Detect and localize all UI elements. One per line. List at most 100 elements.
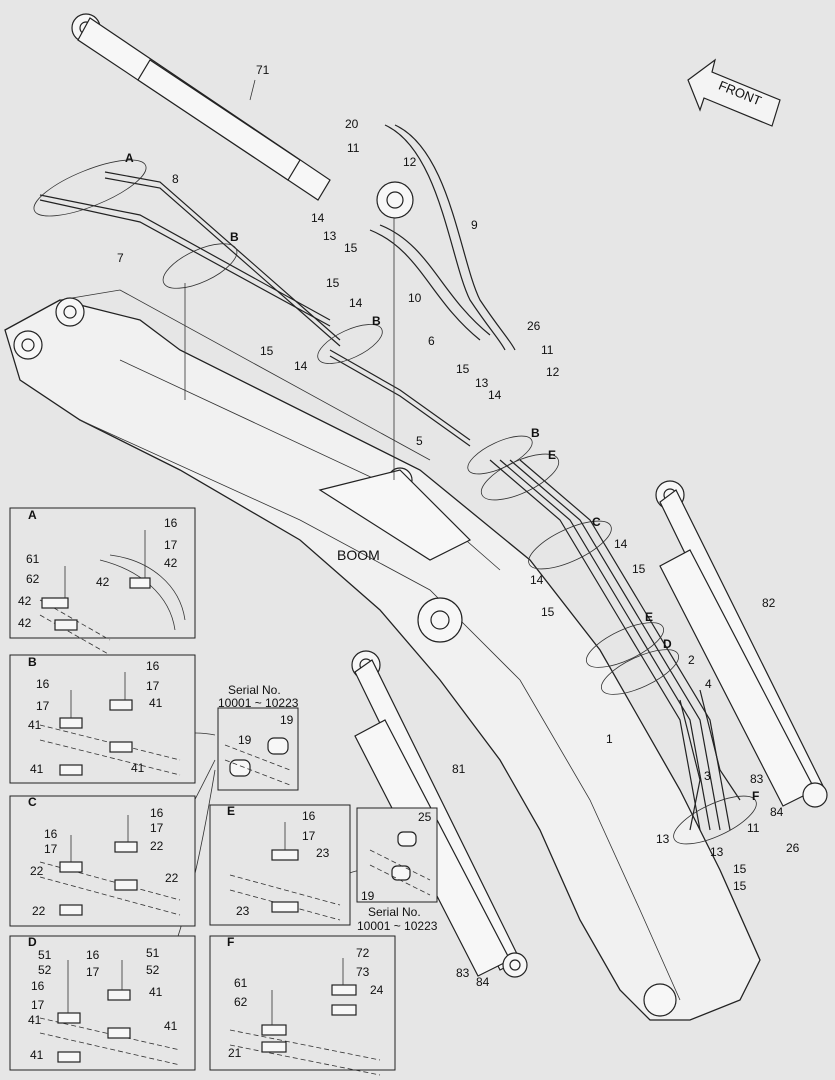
detail-c-label-2: 22 (150, 839, 164, 853)
callout-c15b: 15 (326, 276, 340, 290)
callout-cB3: B (531, 426, 540, 440)
detail-title-a: A (28, 508, 37, 522)
detail-ovals (33, 159, 757, 845)
callout-c10: 10 (408, 291, 422, 305)
detail-e-label-1: 17 (302, 829, 316, 843)
detail-c-label-7: 22 (32, 904, 46, 918)
detail-a-label-1: 17 (164, 538, 178, 552)
callout-c3: 3 (704, 769, 711, 783)
callout-c83a: 83 (750, 772, 764, 786)
detail-title-b: B (28, 655, 37, 669)
boom-cylinder-82 (655, 480, 828, 808)
detail-b-label-2: 41 (149, 696, 163, 710)
callout-c15c: 15 (260, 344, 274, 358)
callout-c14c: 14 (294, 359, 308, 373)
detail-b-label-1: 17 (146, 679, 160, 693)
callout-cB2: B (372, 314, 381, 328)
detail-e-label-0: 16 (302, 809, 316, 823)
callout-cA1: A (125, 151, 134, 165)
callout-c12a: 12 (403, 155, 417, 169)
detail-b-label-4: 17 (36, 699, 50, 713)
serial-top-label-1: 19 (238, 733, 252, 747)
detail-d-label-1: 52 (38, 963, 52, 977)
callout-c11b: 11 (541, 343, 554, 357)
detail-d-label-6: 16 (31, 979, 45, 993)
detail-f-label-5: 21 (228, 1046, 242, 1060)
callout-c81: 81 (452, 762, 466, 776)
callout-c83b: 83 (456, 966, 470, 980)
callout-cE1: E (548, 448, 556, 462)
detail-c-label-5: 22 (30, 864, 44, 878)
detail-c-label-3: 16 (44, 827, 58, 841)
detail-clamp-sketches (39, 530, 431, 1076)
detail-a-label-2: 42 (164, 556, 178, 570)
serial-top-title: Serial No. (228, 683, 281, 697)
detail-a-label-6: 42 (18, 594, 32, 608)
detail-title-f: F (227, 935, 234, 949)
callout-c84a: 84 (770, 805, 784, 819)
detail-f-label-1: 73 (356, 965, 370, 979)
detail-f-label-0: 72 (356, 946, 370, 960)
detail-f-label-3: 24 (370, 983, 384, 997)
arm-cylinder (71, 13, 414, 219)
callout-c26b: 26 (786, 841, 800, 855)
serial-bottom-label-0: 25 (418, 810, 432, 824)
detail-e-label-2: 23 (316, 846, 330, 860)
serial-bottom-box (356, 807, 438, 903)
detail-a-label-4: 62 (26, 572, 40, 586)
callout-cC1: C (592, 515, 601, 529)
detail-d-label-4: 17 (86, 965, 100, 979)
serial-top-label-0: 19 (280, 713, 294, 727)
serial-bottom-label-1: 19 (361, 889, 375, 903)
callout-c26a: 26 (527, 319, 541, 333)
callout-c11c: 11 (747, 821, 760, 835)
callout-c8: 8 (172, 172, 179, 186)
detail-f-label-4: 62 (234, 995, 248, 1009)
callout-c13d: 13 (710, 845, 724, 859)
detail-b-label-6: 41 (30, 762, 44, 776)
detail-d-label-7: 41 (149, 985, 163, 999)
detail-b-label-7: 41 (131, 761, 145, 775)
detail-b-label-0: 16 (146, 659, 160, 673)
detail-title-c: C (28, 795, 37, 809)
boom-body: BOOM (4, 289, 761, 1021)
callout-cF1: F (752, 789, 759, 803)
detail-d-label-8: 17 (31, 998, 45, 1012)
detail-a-label-3: 61 (26, 552, 40, 566)
detail-c-box (9, 795, 196, 927)
detail-c-label-1: 17 (150, 821, 164, 835)
detail-d-label-0: 51 (38, 948, 52, 962)
detail-e-label-3: 23 (236, 904, 250, 918)
callout-c14f: 14 (530, 573, 544, 587)
detail-a-label-5: 42 (96, 575, 110, 589)
callout-c1: 1 (606, 732, 613, 746)
detail-b-label-3: 16 (36, 677, 50, 691)
callout-cB1: B (230, 230, 239, 244)
callout-c84b: 84 (476, 975, 490, 989)
detail-c-label-6: 22 (165, 871, 179, 885)
detail-title-e: E (227, 804, 235, 818)
callout-c71: 71 (256, 63, 270, 77)
callout-c15f: 15 (541, 605, 555, 619)
detail-d-label-9: 41 (28, 1013, 42, 1027)
callout-c4: 4 (705, 677, 712, 691)
callout-c7: 7 (117, 251, 124, 265)
callout-c14a: 14 (311, 211, 325, 225)
callout-c14d: 14 (488, 388, 502, 402)
callout-c6: 6 (428, 334, 435, 348)
detail-c-label-4: 17 (44, 842, 58, 856)
serial-top-range: 10001 ~ 10223 (218, 696, 299, 710)
detail-b-box (9, 654, 196, 784)
detail-b-label-5: 41 (28, 718, 42, 732)
callout-c13a: 13 (323, 229, 337, 243)
callout-c15e: 15 (632, 562, 646, 576)
detail-a-label-7: 42 (18, 616, 32, 630)
callout-c15a: 15 (344, 241, 358, 255)
callout-cD1: D (663, 637, 672, 651)
serial-bottom-title: Serial No. (368, 905, 421, 919)
